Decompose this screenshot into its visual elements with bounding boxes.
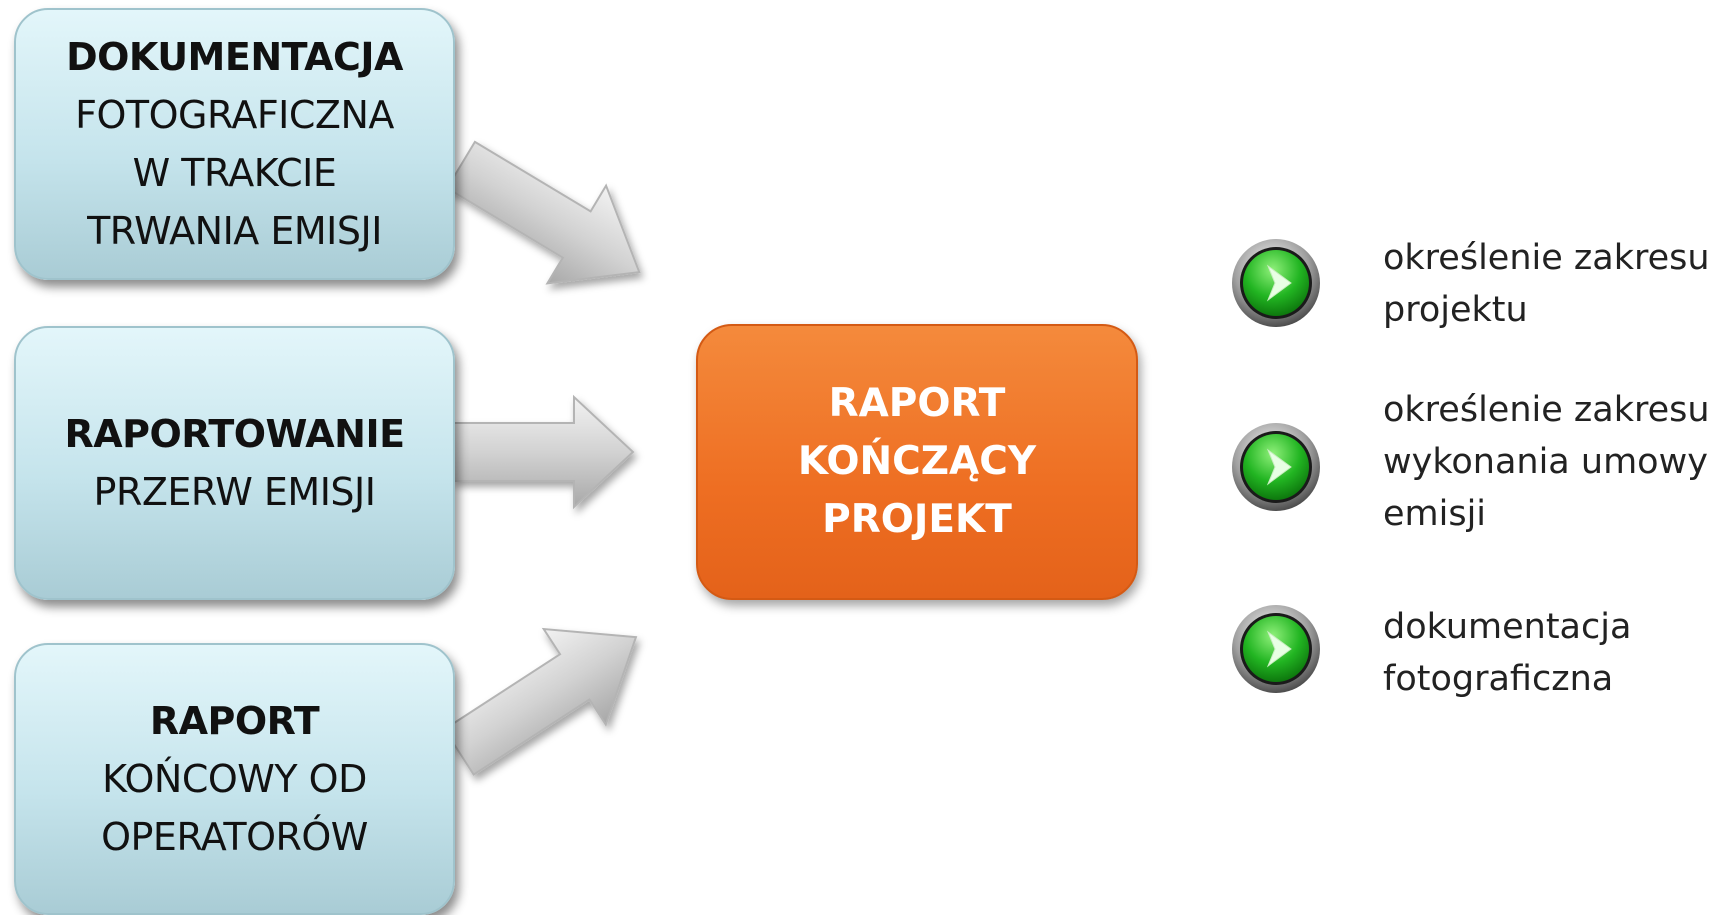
source-box-line: KOŃCOWY OD xyxy=(102,757,367,801)
source-box-photo-documentation: DOKUMENTACJA FOTOGRAFICZNA W TRAKCIE TRW… xyxy=(14,8,455,280)
green-play-button-icon xyxy=(1232,239,1320,327)
green-play-button-icon xyxy=(1232,423,1320,511)
output-item-project-scope: określenie zakresu projektu xyxy=(1383,232,1710,336)
green-play-button-icon xyxy=(1232,605,1320,693)
source-box-line: W TRAKCIE xyxy=(132,151,337,195)
source-box-title: RAPORT xyxy=(149,699,320,743)
arrow-middle xyxy=(452,394,635,510)
output-item-line: wykonania umowy xyxy=(1383,442,1708,482)
source-box-line: OPERATORÓW xyxy=(101,815,368,859)
source-box-title: DOKUMENTACJA xyxy=(66,35,403,79)
output-item-line: projektu xyxy=(1383,290,1528,330)
output-item-line: fotograficzna xyxy=(1383,659,1614,699)
source-box-line: FOTOGRAFICZNA xyxy=(75,93,394,137)
source-box-title: RAPORTOWANIE xyxy=(64,412,405,456)
source-box-line: PRZERW EMISJI xyxy=(93,470,376,514)
target-box-final-project-report: RAPORT KOŃCZĄCY PROJEKT xyxy=(696,324,1138,600)
target-box-line: RAPORT xyxy=(828,381,1006,426)
output-item-line: określenie zakresu xyxy=(1383,238,1710,278)
target-box-line: KOŃCZĄCY xyxy=(797,439,1037,484)
output-item-line: emisji xyxy=(1383,494,1487,534)
arrow-top xyxy=(445,140,641,285)
source-box-final-report: RAPORT KOŃCOWY OD OPERATORÓW xyxy=(14,643,455,915)
arrow-bottom xyxy=(442,627,638,777)
target-box-line: PROJEKT xyxy=(822,497,1012,542)
output-item-contract-scope: określenie zakresu wykonania umowy emisj… xyxy=(1383,384,1710,540)
output-item-line: dokumentacja xyxy=(1383,607,1632,647)
output-item-photo-documentation: dokumentacja fotograficzna xyxy=(1383,601,1631,705)
output-item-line: określenie zakresu xyxy=(1383,390,1710,430)
source-box-reporting: RAPORTOWANIE PRZERW EMISJI xyxy=(14,326,455,600)
source-box-line: TRWANIA EMISJI xyxy=(87,209,382,253)
